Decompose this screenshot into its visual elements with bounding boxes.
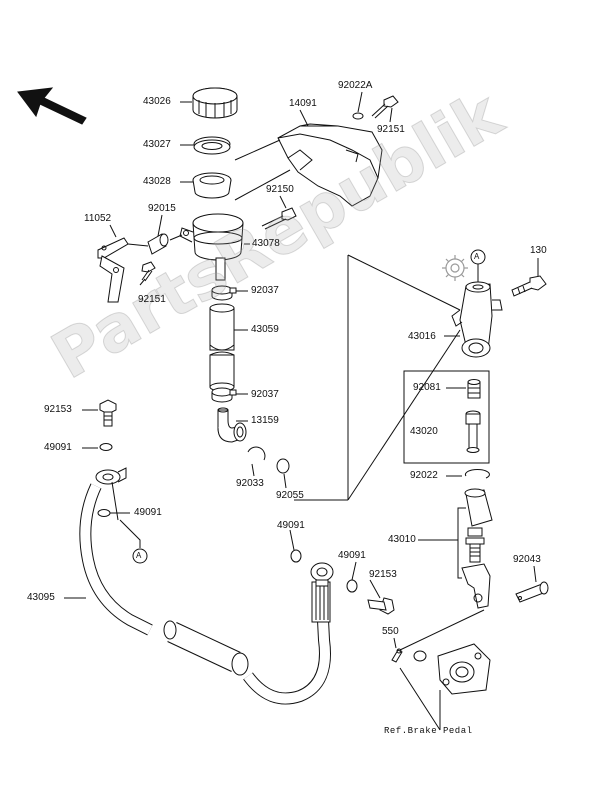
washer-49091-left-top: [99, 443, 113, 451]
diaphragm-43028: [192, 172, 232, 199]
label-43016: 43016: [408, 331, 436, 342]
label-92037-top: 92037: [251, 285, 279, 296]
label-92055: 92055: [276, 490, 304, 501]
label-43026: 43026: [143, 96, 171, 107]
washer-49091-left-bottom: [97, 509, 111, 517]
label-43028: 43028: [143, 176, 171, 187]
brake-hose-43095: [79, 483, 331, 705]
label-11052: 11052: [84, 213, 112, 224]
label-92153-right: 92153: [369, 569, 397, 580]
label-92151-top: 92151: [377, 124, 405, 135]
banjo-fitting-left: [95, 467, 127, 485]
label-49091-left-bottom: 49091: [134, 507, 162, 518]
reservoir-cover-14091: [277, 123, 383, 207]
banjo-bolt-92153-right: [367, 597, 395, 615]
washer-pedal: [413, 650, 427, 662]
piston-92081: [467, 379, 481, 399]
label-49091-right-b: 49091: [338, 550, 366, 561]
bolt-130: [511, 275, 547, 297]
label-43010: 43010: [388, 534, 416, 545]
label-92043: 92043: [513, 554, 541, 565]
label-92151-left: 92151: [138, 294, 166, 305]
circlip-92033: [247, 446, 266, 461]
label-43095: 43095: [27, 592, 55, 603]
callout-a-left: [132, 548, 148, 564]
label-92150: 92150: [266, 184, 294, 195]
cotter-pin-550: [391, 648, 403, 663]
label-92037-bottom: 92037: [251, 389, 279, 400]
gear-watermark-icon: [442, 255, 468, 281]
label-92015: 92015: [148, 203, 176, 214]
bolt-92151-left: [141, 261, 156, 282]
label-callout-a-right: A: [474, 252, 480, 261]
washer-49091-right-b: [346, 579, 358, 593]
bracket-11052: [97, 237, 129, 303]
piston-assy: [465, 410, 481, 453]
label-92022: 92022: [410, 470, 438, 481]
bolt-92151-top: [371, 95, 399, 119]
direction-arrow-icon: [17, 87, 87, 125]
label-ref-brake-pedal: Ref.Brake Pedal: [384, 726, 473, 736]
reservoir-cap-43026: [192, 87, 238, 119]
label-14091: 14091: [289, 98, 317, 109]
label-43027: 43027: [143, 139, 171, 150]
banjo-bolt-92153-left: [99, 399, 117, 427]
callout-a-right: [470, 249, 486, 265]
label-43059: 43059: [251, 324, 279, 335]
reservoir-tank-43078: [179, 213, 244, 281]
o-ring-92055: [276, 458, 290, 474]
hose-43059: [209, 303, 235, 392]
label-550: 550: [382, 626, 399, 637]
bolt-92150: [261, 207, 297, 230]
circlip-92022: [464, 468, 490, 479]
clevis-pin-92043: [515, 581, 549, 603]
label-130: 130: [530, 245, 547, 256]
washer-92022A: [352, 112, 364, 120]
pedal-clevis: [437, 643, 491, 695]
label-49091-left-top: 49091: [44, 442, 72, 453]
label-43078: 43078: [252, 238, 280, 249]
label-13159: 13159: [251, 415, 279, 426]
washer-49091-right-a: [290, 549, 302, 563]
label-92022A: 92022A: [338, 80, 373, 91]
label-49091-right-a: 49091: [277, 520, 305, 531]
master-cylinder-43016: [451, 281, 503, 358]
cap-plate-43027: [193, 136, 231, 155]
clamp-92037-top: [211, 285, 237, 301]
label-92081: 92081: [413, 382, 441, 393]
label-callout-a-left: A: [136, 551, 142, 560]
grommet-92015: [147, 233, 169, 255]
kit-box-43020: [403, 370, 490, 464]
label-92153-left: 92153: [44, 404, 72, 415]
label-92033: 92033: [236, 478, 264, 489]
label-43020: 43020: [410, 426, 438, 437]
clamp-92037-bottom: [211, 387, 237, 403]
banjo-fitting-right: [310, 562, 334, 587]
push-rod-43010: [461, 488, 493, 609]
elbow-fitting-13159: [217, 407, 247, 443]
